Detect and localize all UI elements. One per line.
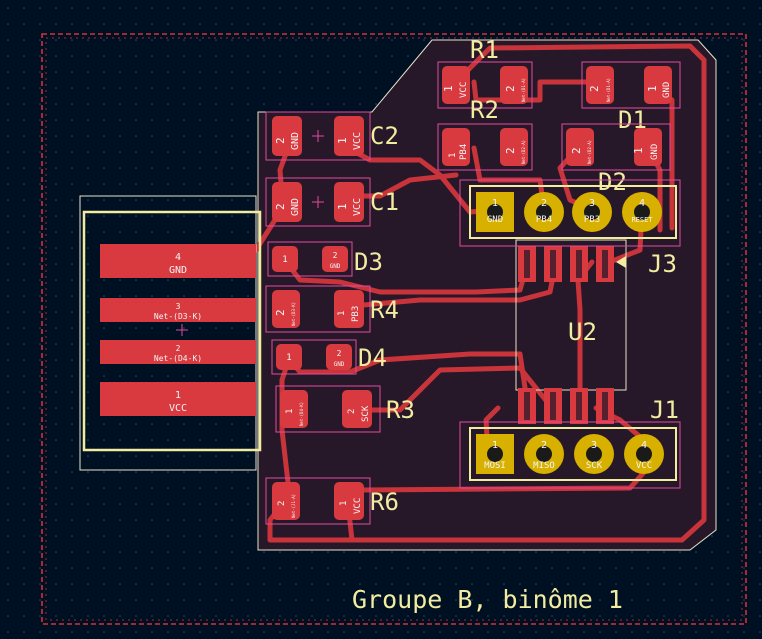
j3-pin4-net: RESET bbox=[631, 216, 653, 224]
d1-pad1-net: GND bbox=[662, 82, 672, 98]
ref-r6: R6 bbox=[370, 488, 399, 516]
j1-pin4-net: VCC bbox=[636, 461, 652, 471]
c1-pad1-net: VCC bbox=[352, 198, 363, 216]
ref-r2: R2 bbox=[470, 96, 499, 124]
c2-pad1-net: VCC bbox=[352, 132, 363, 150]
board-label: Groupe B, binôme 1 bbox=[352, 585, 623, 614]
c2-pad1: 1 bbox=[336, 137, 349, 144]
resistor-r4: 2 Net-(D3-K) 1 PB3 R4 bbox=[265, 285, 399, 333]
d1-pad2: 2 bbox=[588, 85, 601, 92]
j1-pin2: 2 bbox=[541, 440, 547, 451]
d4-pad2-net: GND bbox=[334, 361, 345, 368]
d2-pad1: 1 bbox=[632, 147, 645, 154]
ref-u2: U2 bbox=[568, 318, 597, 346]
j1-pin4: 4 bbox=[641, 440, 647, 451]
usb-pad-3-net: Net-(D3-K) bbox=[154, 312, 202, 321]
capacitor-c2: 2 GND 1 VCC C2 bbox=[265, 111, 399, 161]
ref-d4: D4 bbox=[358, 344, 387, 372]
r2-pad1-net: PB4 bbox=[459, 144, 469, 160]
usb-pad-1-net: VCC bbox=[169, 403, 187, 414]
ref-r1: R1 bbox=[470, 36, 499, 64]
resistor-r2: 1 PB4 2 Net-(D2-A) R2 bbox=[437, 96, 533, 171]
d2-pad2: 2 bbox=[570, 147, 583, 154]
j3-pin4: 4 bbox=[639, 198, 645, 209]
capacitor-c1: 2 GND 1 VCC C1 bbox=[265, 177, 399, 227]
r1-pad1-net: VCC bbox=[459, 82, 469, 98]
j3-pin3-net: PB3 bbox=[584, 215, 600, 225]
resistor-r1: 1 VCC 2 Net-(D1-A) R1 bbox=[437, 36, 533, 109]
resistor-r6: 2 Net-(J1-A) 1 VCC R6 bbox=[265, 477, 399, 525]
board-edge bbox=[41, 33, 747, 625]
r2-pad2-net: Net-(D2-A) bbox=[521, 140, 526, 164]
r1-pad2-net: Net-(D1-A) bbox=[521, 78, 526, 102]
j1-pin3-net: SCK bbox=[586, 461, 603, 471]
led-d3: 1 2 GND D3 bbox=[267, 241, 383, 277]
j3-pin1-net: GND bbox=[487, 215, 503, 225]
d1-pad2-net: Net-(D1-A) bbox=[606, 78, 611, 102]
c1-pad1: 1 bbox=[336, 203, 349, 210]
ref-j1: J1 bbox=[650, 396, 679, 424]
usb-pad-4-num: 4 bbox=[175, 252, 181, 263]
r3-pad2: 2 bbox=[347, 409, 357, 414]
d3-pad1: 1 bbox=[282, 255, 287, 265]
usb-pad-4-net: GND bbox=[169, 265, 187, 276]
r4-pad1-net: PB3 bbox=[351, 306, 361, 322]
j1-pin2-net: MISO bbox=[533, 461, 555, 471]
r3-pad1-net: Net-(D4-K) bbox=[299, 402, 304, 426]
ref-c1: C1 bbox=[370, 188, 399, 216]
ref-j3: J3 bbox=[648, 250, 677, 278]
j3-pin2-net: PB4 bbox=[536, 215, 552, 225]
r2-pad2: 2 bbox=[504, 147, 517, 154]
r6-pad2: 2 bbox=[277, 501, 287, 506]
d4-pad1: 1 bbox=[286, 353, 291, 363]
d2-pad2-net: Net-(D2-A) bbox=[587, 140, 592, 164]
j1-pin1-net: MOSI bbox=[484, 461, 506, 471]
r6-pad1-net: VCC bbox=[353, 498, 363, 514]
ref-d3: D3 bbox=[354, 248, 383, 276]
d3-pad2: 2 bbox=[333, 251, 338, 260]
r3-pad2-net: SCK bbox=[361, 405, 371, 422]
r1-pad1: 1 bbox=[442, 85, 455, 92]
c1-pad2: 2 bbox=[274, 203, 287, 210]
header-j1: 1 MOSI 2 MISO 3 SCK 4 VCC J1 bbox=[459, 396, 681, 489]
c2-pad2-net: GND bbox=[290, 132, 301, 150]
d1-pad1: 1 bbox=[646, 85, 659, 92]
r2-pad1: 1 bbox=[448, 153, 458, 158]
resistor-r3: 1 Net-(D4-K) 2 SCK R3 bbox=[275, 385, 415, 433]
r6-pad2-net: Net-(J1-A) bbox=[291, 494, 296, 518]
j1-pin1: 1 bbox=[492, 440, 498, 451]
r1-pad2: 2 bbox=[504, 85, 517, 92]
usb-pad-2-net: Net-(D4-K) bbox=[154, 354, 202, 363]
ref-r4: R4 bbox=[370, 296, 399, 324]
led-d1: 2 Net-(D1-A) 1 GND D1 bbox=[581, 61, 681, 134]
usb-pad-1-num: 1 bbox=[175, 390, 181, 401]
j3-pin1: 1 bbox=[492, 198, 498, 209]
r4-pad1: 1 bbox=[337, 311, 347, 316]
r3-pad1: 1 bbox=[285, 409, 295, 414]
r4-pad2-net: Net-(D3-K) bbox=[291, 302, 296, 326]
ref-d2: D2 bbox=[598, 168, 627, 196]
c1-pad2-net: GND bbox=[290, 198, 301, 216]
d4-pad2: 2 bbox=[337, 349, 342, 358]
usb-pad-3-num: 3 bbox=[176, 302, 181, 311]
r4-pad2: 2 bbox=[274, 309, 287, 316]
j3-pin3: 3 bbox=[589, 198, 595, 209]
header-j3: 1 GND 2 PB4 3 PB3 4 RESET J3 bbox=[459, 179, 681, 278]
led-d4: 1 2 GND D4 bbox=[271, 339, 387, 375]
c2-pad2: 2 bbox=[274, 137, 287, 144]
d3-pad2-net: GND bbox=[330, 263, 341, 270]
led-d2: 2 Net-(D2-A) 1 GND D2 bbox=[561, 123, 671, 196]
j3-pin2: 2 bbox=[541, 198, 547, 209]
ic-u2: U2 bbox=[518, 246, 626, 424]
usb-connector: 4 GND 3 Net-(D3-K) 2 Net-(D4-K) 1 VCC bbox=[82, 210, 262, 452]
ref-c2: C2 bbox=[370, 122, 399, 150]
r6-pad1: 1 bbox=[339, 501, 349, 506]
j1-pin3: 3 bbox=[591, 440, 597, 451]
usb-pad-2-num: 2 bbox=[176, 344, 181, 353]
d2-pad1-net: GND bbox=[650, 144, 660, 160]
ref-r3: R3 bbox=[386, 396, 415, 424]
